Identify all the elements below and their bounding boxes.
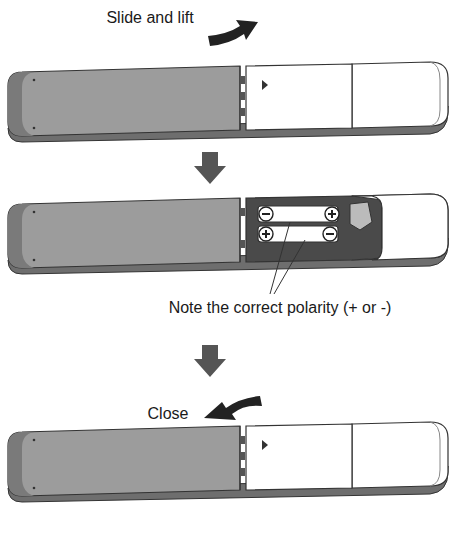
step-arrow — [194, 152, 226, 184]
remote-body — [8, 62, 448, 142]
step-arrow — [194, 345, 226, 377]
slide-arrow — [208, 20, 258, 46]
polarity-note: Note the correct polarity (+ or -) — [167, 298, 394, 317]
open-remote — [8, 194, 448, 274]
close-arrow — [204, 396, 262, 420]
remote-body — [8, 422, 448, 502]
step-label: Close — [146, 404, 191, 423]
battery-cover — [240, 424, 352, 490]
leader-line — [274, 240, 305, 294]
battery-cover — [240, 64, 352, 130]
step-label: Slide and lift — [104, 8, 195, 27]
